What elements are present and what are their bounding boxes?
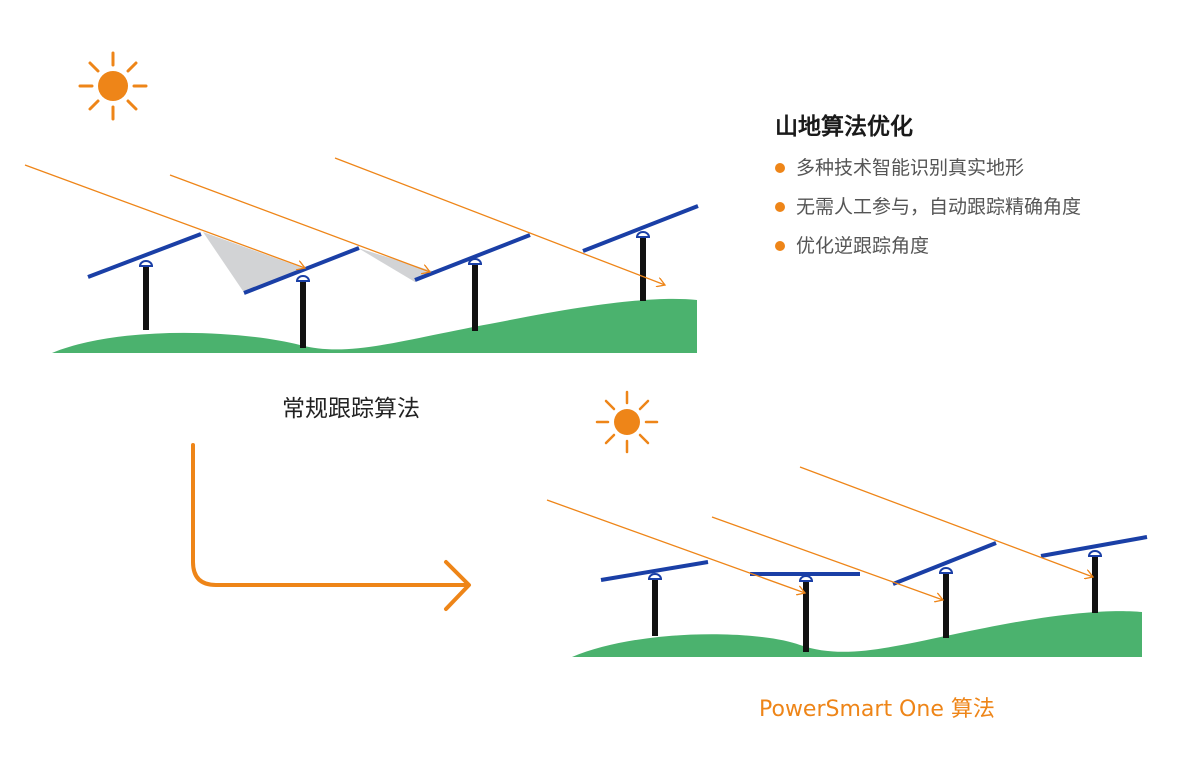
shadow-area: [203, 232, 303, 294]
tracker-post: [640, 236, 646, 301]
tracker-pivots: [138, 231, 651, 282]
bullet-dot-icon: [775, 163, 785, 173]
feature-item: 多种技术智能识别真实地形: [775, 155, 1081, 194]
feature-panel: 山地算法优化 多种技术智能识别真实地形 无需人工参与，自动跟踪精确角度 优化逆跟…: [775, 107, 1081, 272]
feature-text: 优化逆跟踪角度: [796, 235, 930, 257]
sun-icon: [595, 390, 659, 454]
feature-text: 多种技术智能识别真实地形: [796, 157, 1025, 179]
tracker-posts: [143, 236, 646, 348]
powersmart-algorithm-caption: PowerSmart One 算法: [759, 697, 995, 722]
conventional-algorithm-caption: 常规跟踪算法: [282, 396, 420, 422]
solar-panels: [87, 204, 699, 295]
solar-panel: [414, 233, 531, 282]
terrain: [52, 298, 697, 353]
tracker-post: [652, 578, 658, 636]
sun-ray: [711, 516, 943, 600]
arrow-right-icon: [191, 443, 471, 611]
solar-panel: [582, 204, 699, 253]
solar-panel: [87, 232, 202, 279]
bullet-dot-icon: [775, 241, 785, 251]
shadow-area: [358, 248, 432, 282]
sun-icon: [78, 51, 148, 121]
tracker-post: [943, 572, 949, 638]
feature-item: 无需人工参与，自动跟踪精确角度: [775, 194, 1081, 233]
tracker-post: [300, 280, 306, 348]
sun-ray: [169, 174, 430, 272]
conventional-scene: [24, 51, 699, 353]
feature-item: 优化逆跟踪角度: [775, 233, 1081, 272]
tracker-post: [143, 265, 149, 330]
solar-panel: [1040, 535, 1148, 558]
sun-rays: [546, 466, 1093, 600]
tracker-post: [803, 580, 809, 652]
tracker-post: [1092, 555, 1098, 613]
tracker-post: [472, 263, 478, 331]
feature-list: 多种技术智能识别真实地形 无需人工参与，自动跟踪精确角度 优化逆跟踪角度: [775, 155, 1081, 272]
tracker-posts: [652, 555, 1098, 652]
sun-ray: [24, 164, 305, 268]
solar-panel: [600, 560, 709, 582]
solar-panel: [892, 541, 997, 586]
powersmart-scene: [546, 390, 1148, 657]
tracker-pivots: [647, 550, 1103, 582]
solar-panels: [600, 535, 1148, 586]
feature-text: 无需人工参与，自动跟踪精确角度: [796, 196, 1082, 218]
panel-title: 山地算法优化: [775, 114, 913, 140]
sun-ray: [799, 466, 1093, 577]
sun-ray: [546, 499, 805, 593]
bullet-dot-icon: [775, 202, 785, 212]
terrain: [572, 611, 1142, 657]
sun-ray: [334, 157, 665, 285]
sun-rays: [24, 157, 665, 285]
